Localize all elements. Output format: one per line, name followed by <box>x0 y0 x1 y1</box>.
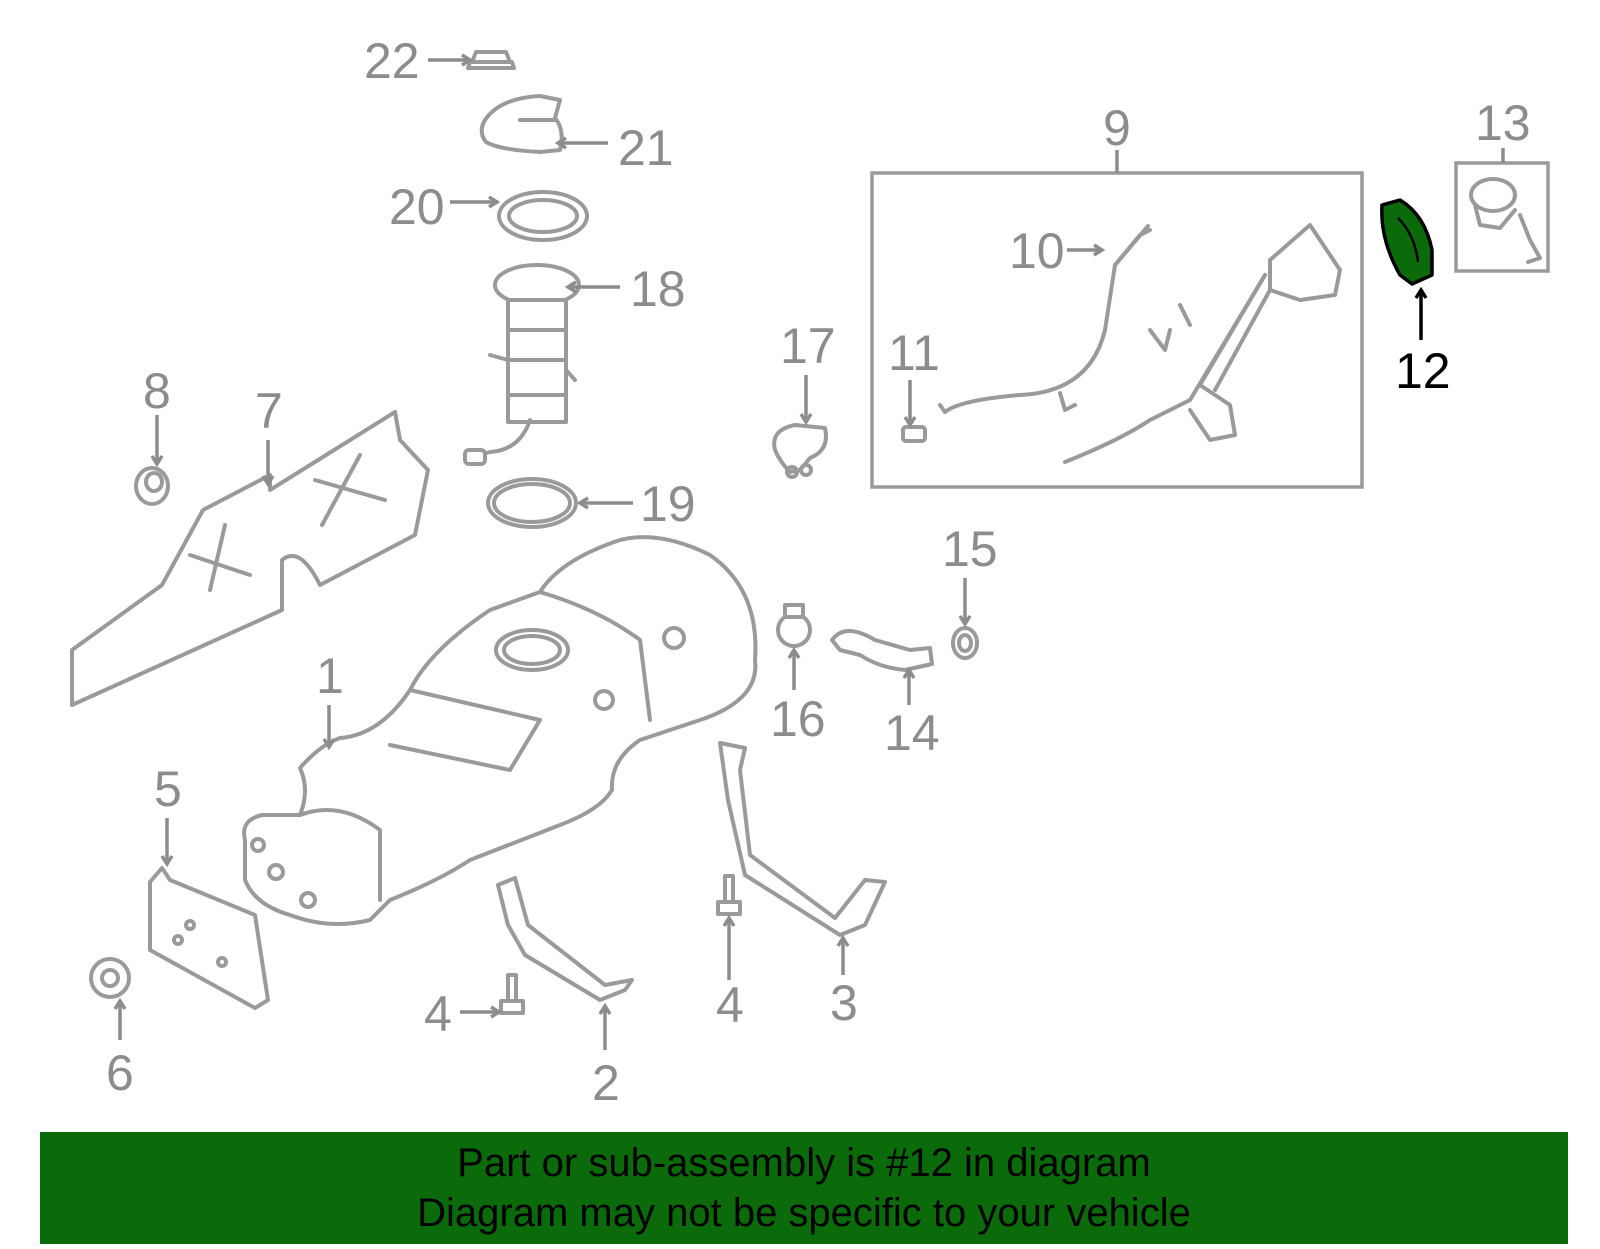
part-9-filler-assembly[interactable] <box>870 171 1364 489</box>
callout-8: 8 <box>143 363 171 419</box>
callout-15: 15 <box>942 521 998 577</box>
part-11-fitting <box>901 425 927 443</box>
part-21-cover[interactable] <box>479 94 564 154</box>
part-1-fuel-tank[interactable] <box>242 535 758 926</box>
callout-10: 10 <box>1009 223 1065 279</box>
callout-13: 13 <box>1475 95 1531 151</box>
part-4-bolt-left[interactable] <box>499 973 525 1015</box>
banner-line-1: Part or sub-assembly is #12 in diagram <box>457 1141 1151 1185</box>
part-4-bolt-right[interactable] <box>716 874 742 916</box>
callout-4-right: 4 <box>716 977 744 1033</box>
callout-9: 9 <box>1103 100 1131 156</box>
part-2-strap[interactable] <box>496 876 634 1002</box>
callout-6: 6 <box>106 1045 134 1101</box>
part-8-grommet[interactable] <box>134 466 170 506</box>
callout-16: 16 <box>770 691 826 747</box>
callout-17: 17 <box>780 318 836 374</box>
callout-5: 5 <box>154 761 182 817</box>
part-12-seal-highlighted[interactable] <box>1380 198 1434 286</box>
callout-14: 14 <box>884 705 940 761</box>
part-19-o-ring[interactable] <box>486 477 578 529</box>
callout-4-left: 4 <box>424 986 452 1042</box>
banner-line-2: Diagram may not be specific to your vehi… <box>417 1191 1191 1235</box>
callout-11: 11 <box>888 325 940 381</box>
callout-7: 7 <box>255 383 283 439</box>
callout-1: 1 <box>316 648 344 704</box>
callout-18: 18 <box>630 261 686 317</box>
callout-20: 20 <box>389 179 445 235</box>
part-14-hose[interactable] <box>830 629 934 672</box>
info-banner: Part or sub-assembly is #12 in diagram D… <box>40 1132 1568 1244</box>
part-6-clip[interactable] <box>89 957 131 999</box>
part-7-heat-shield[interactable] <box>70 410 430 707</box>
part-3-strap[interactable] <box>718 741 887 937</box>
parts-diagram: 22 21 20 18 19 8 7 1 5 6 2 4 4 3 16 14 1… <box>70 33 1550 1111</box>
callout-3: 3 <box>830 975 858 1031</box>
callout-labels: 22 21 20 18 19 8 7 1 5 6 2 4 4 3 16 14 1… <box>106 33 1531 1111</box>
leader-arrows <box>113 53 1505 1050</box>
part-10-breather-tube <box>943 228 1152 414</box>
callout-2: 2 <box>592 1055 620 1111</box>
callout-21: 21 <box>618 120 674 176</box>
part-18-fuel-pump-module[interactable] <box>463 263 581 466</box>
part-22-nut[interactable] <box>466 50 516 70</box>
callout-19: 19 <box>640 476 696 532</box>
part-16-clamp[interactable] <box>776 603 812 648</box>
callout-22: 22 <box>364 33 420 89</box>
part-20-lock-ring[interactable] <box>497 190 589 242</box>
part-13-fuel-cap[interactable] <box>1454 161 1550 273</box>
part-17-clip[interactable] <box>772 423 828 479</box>
callout-12-highlighted: 12 <box>1395 343 1451 399</box>
part-5-shield[interactable] <box>148 866 270 1010</box>
part-15-clamp[interactable] <box>951 626 979 660</box>
